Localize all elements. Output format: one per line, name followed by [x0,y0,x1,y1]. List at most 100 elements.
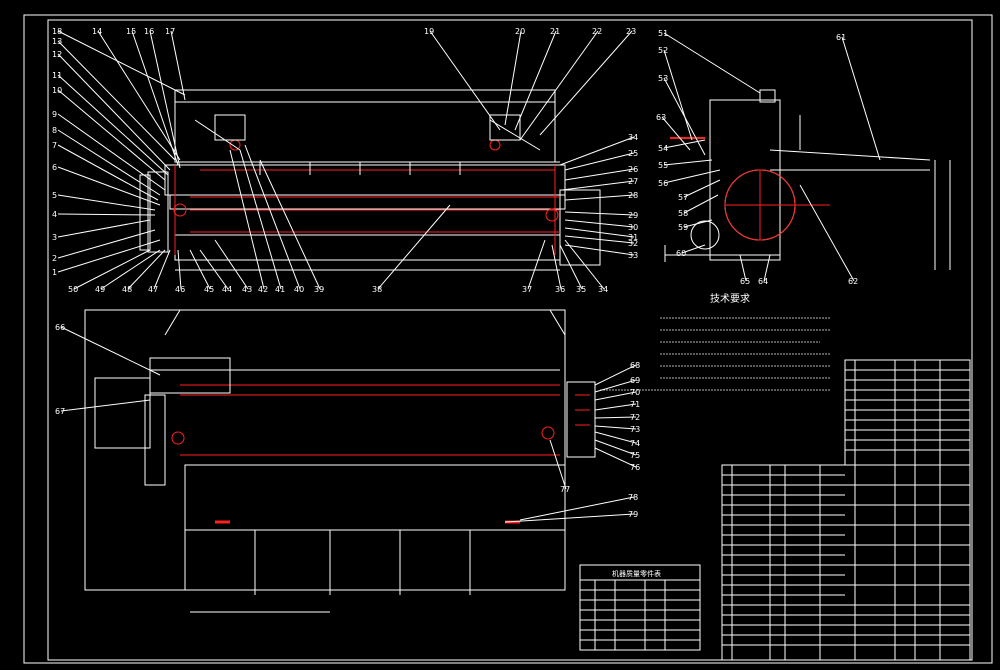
leader-line [57,239,161,273]
leader-line [663,159,713,166]
callout-number: 58 [678,209,688,218]
callout-number: 21 [550,27,560,36]
callout-number: 30 [628,223,638,232]
callout-number: 34 [628,133,638,142]
leader-line [131,30,179,166]
callout-number: 37 [522,285,532,294]
callout-number: 43 [242,285,252,294]
leader-line [739,254,747,282]
callout-number: 72 [630,413,640,422]
leader-line [663,32,761,94]
callout-number: 41 [275,285,285,294]
callout-number: 44 [222,285,232,294]
leader-line [504,513,635,523]
callout-number: 75 [630,451,640,460]
callout-number: 31 [628,233,638,242]
leader-line [551,244,562,290]
parts-table-title: 机器质量零件表 [612,569,661,578]
leader-line [564,227,635,238]
leader-line [661,116,691,151]
leader-line [564,239,605,290]
leader-line [683,219,713,228]
leader-line [663,77,706,156]
callout-number: 18 [52,27,62,36]
leader-line [57,129,161,196]
callout-number: 53 [658,74,668,83]
callout-number: 35 [576,285,586,294]
leader-line [559,136,635,166]
leader-line [564,244,635,256]
callout-number: 22 [592,27,602,36]
callout-number: 51 [658,29,668,38]
callout-number: 38 [372,285,382,294]
callout-number: 73 [630,425,640,434]
leader-line [527,239,546,290]
callout-number: 45 [204,285,214,294]
side-view [664,89,951,270]
callout-number: 65 [740,277,750,286]
leader-line [663,169,721,184]
leader-line [100,249,161,290]
leader-line [57,166,161,206]
leader-line [259,159,321,290]
callout-number: 1 [52,268,57,277]
callout-number: 20 [515,27,525,36]
leader-line [594,447,637,468]
callout-number: 63 [656,113,666,122]
callout-number: 8 [52,126,57,135]
leader-line [177,249,182,290]
callout-number: 11 [52,71,62,80]
callout-number: 60 [676,249,686,258]
callout-number: 17 [165,27,175,36]
callout-number: 47 [148,285,158,294]
callout-number: 26 [628,165,638,174]
callout-number: 69 [630,376,640,385]
leader-line [594,425,637,430]
callout-number: 56 [658,179,668,188]
callout-number: 16 [144,27,154,36]
leader-lines [57,30,881,523]
callout-number: 55 [658,161,668,170]
callout-number: 48 [122,285,132,294]
leader-line [594,439,637,456]
callout-number: 9 [52,110,57,119]
callout-number: 42 [258,285,268,294]
leader-line [594,403,637,411]
leader-line [57,213,156,216]
tech-requirements: 技术要求 [600,292,830,391]
callout-number: 71 [630,400,640,409]
leader-line [519,30,599,141]
leader-line [514,30,557,131]
callout-number: 64 [758,277,768,286]
callout-number: 54 [658,144,668,153]
callout-number: 25 [628,149,638,158]
leader-line [57,30,186,96]
callout-number: 6 [52,163,57,172]
leader-line [539,30,633,136]
callout-number: 4 [52,210,57,219]
callout-number: 78 [628,493,638,502]
callout-number: 74 [630,439,640,448]
callout-number: 76 [630,463,640,472]
leader-line [763,254,771,282]
callout-number: 40 [294,285,304,294]
callout-number: 29 [628,211,638,220]
leader-line [564,152,635,171]
callout-number: 79 [628,510,638,519]
leader-line [594,391,637,401]
leader-line [561,180,635,191]
callout-number: 10 [52,86,62,95]
leader-line [189,249,211,290]
callout-number: 19 [424,27,434,36]
leader-line [504,30,522,126]
leader-line [799,184,855,282]
leader-line [683,194,719,214]
callout-number: 50 [68,285,78,294]
leader-line [594,431,637,444]
callout-number: 68 [630,361,640,370]
leader-line [149,30,181,169]
leader-line [57,113,166,191]
leader-line [841,36,881,161]
